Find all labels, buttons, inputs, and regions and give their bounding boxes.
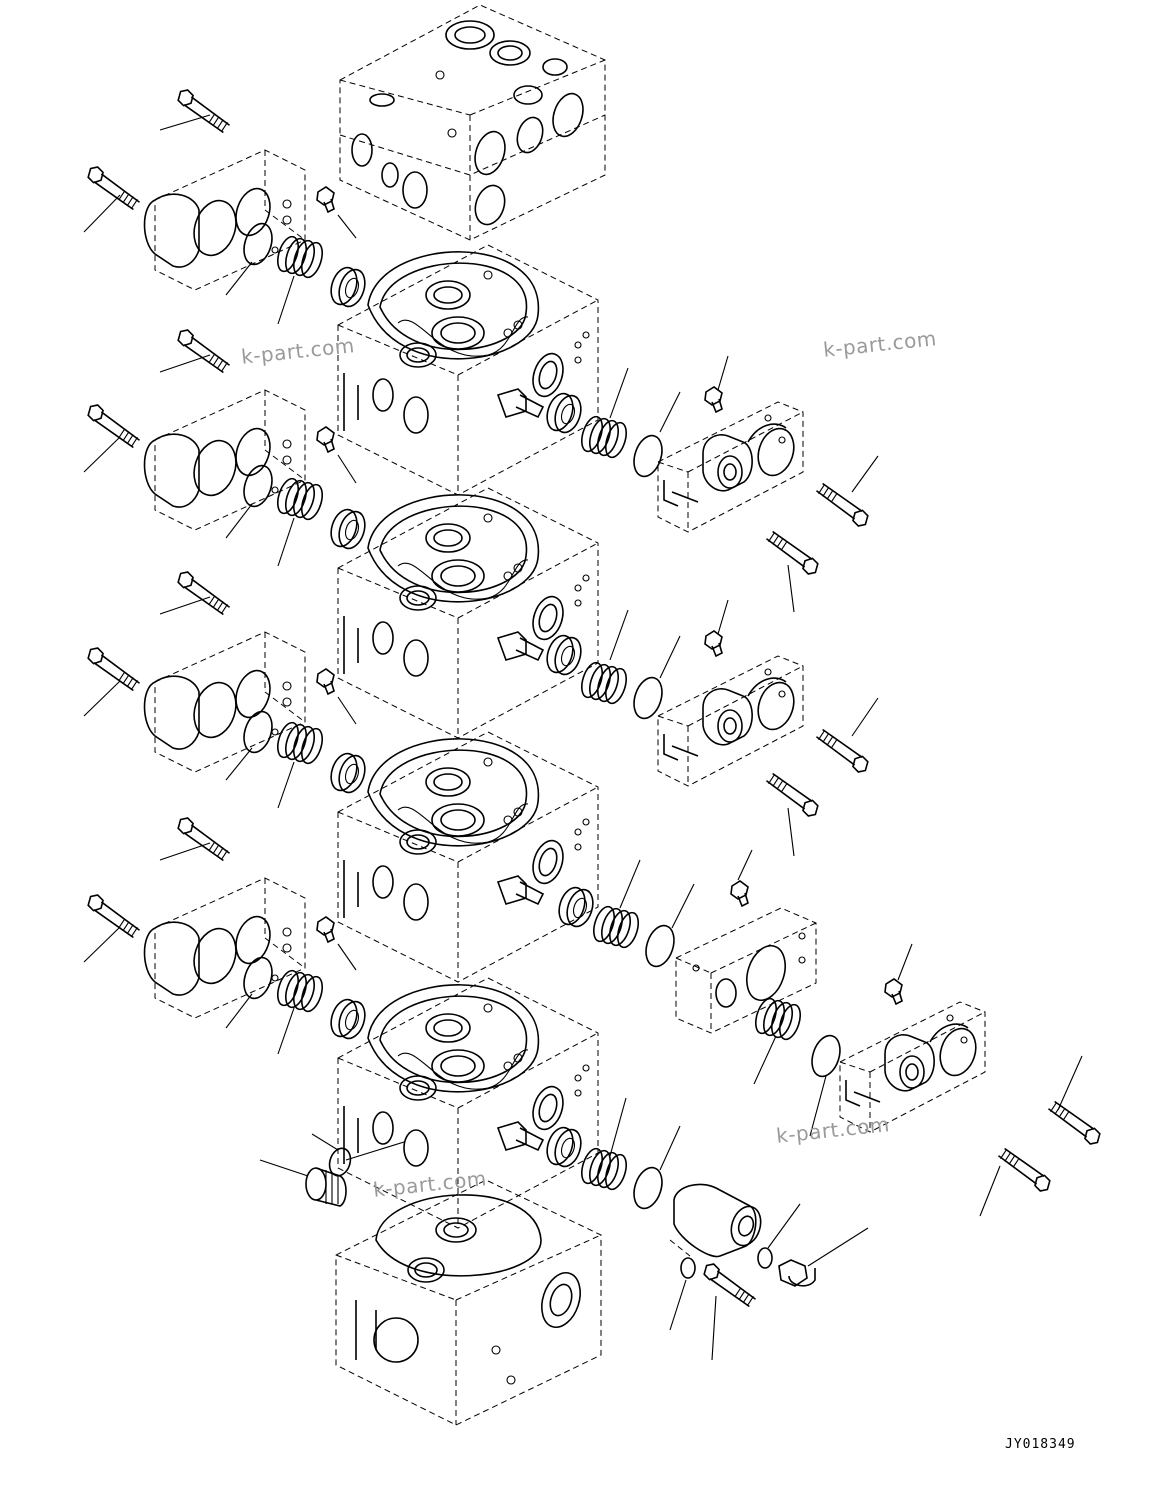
bottom-spool-group [541, 1097, 869, 1361]
valve-block-top [339, 4, 606, 241]
right-cover-group-2 [541, 599, 879, 857]
valve-section-1 [337, 244, 599, 496]
drawing-code: JY018349 [1005, 1437, 1076, 1452]
left-cover-group-2 [81, 327, 371, 567]
left-cover-group-3 [81, 569, 371, 809]
valve-section-3 [337, 731, 599, 983]
plug-and-oring [259, 1133, 405, 1207]
left-cover-group-4 [81, 815, 371, 1055]
valve-section-2 [337, 487, 599, 739]
right-cover-group-3 [553, 849, 1107, 1217]
right-cover-group-1 [541, 355, 879, 613]
left-cover-group-1 [81, 87, 371, 325]
valve-block-bottom [335, 1179, 602, 1426]
